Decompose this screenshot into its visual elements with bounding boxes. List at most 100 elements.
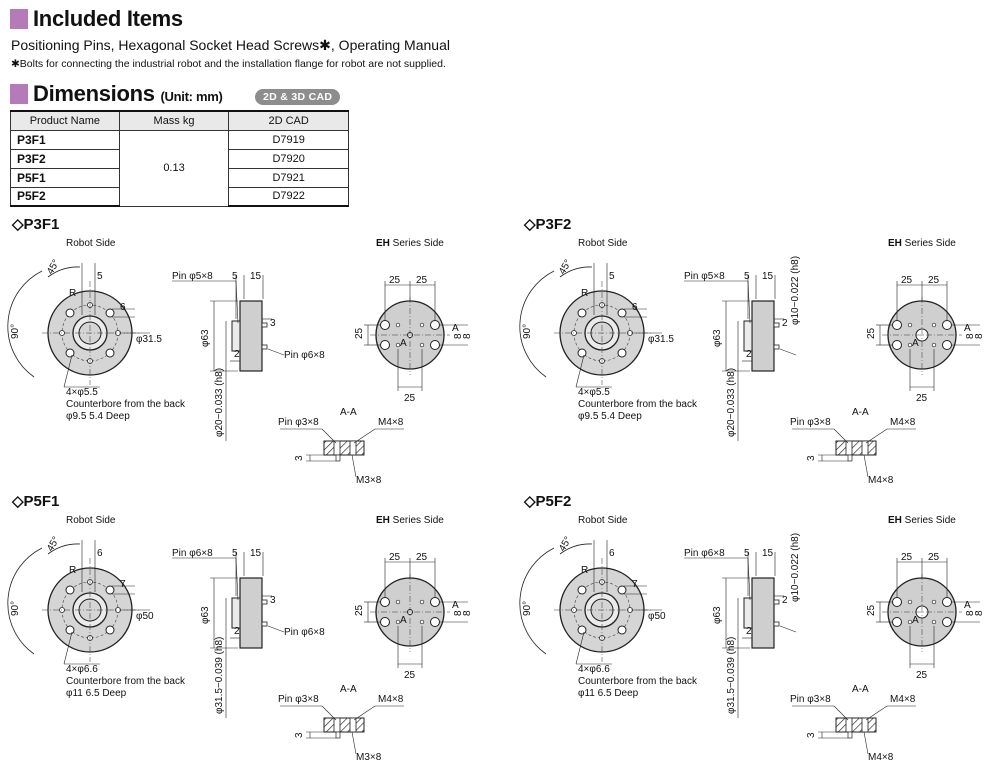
width-1: 5 <box>744 271 750 282</box>
eh-dim-left: 25 <box>866 604 877 616</box>
eh-side-label: EH Series Side <box>888 515 956 526</box>
holes-label: 4×φ6.6 <box>578 664 610 675</box>
col-2d-cad: 2D CAD <box>228 110 349 131</box>
cad-code[interactable]: D7919 <box>228 129 349 150</box>
eh-section-a-1: A <box>400 338 407 349</box>
eh-side-view: 25 25 25 25 A A 8 8 <box>866 275 985 404</box>
eh-section-a-2: A <box>964 600 971 611</box>
eh-dim-bottom: 25 <box>916 393 928 404</box>
width-2: 15 <box>762 271 774 282</box>
eh-side-view: 25 25 25 25 A A 8 8 <box>354 275 473 404</box>
dim-side: 6 <box>120 302 126 313</box>
eh-dim-r1: 8 <box>453 333 464 339</box>
radius-label: R <box>581 288 588 299</box>
eh-section-a-2: A <box>452 323 459 334</box>
thickness-2: 2 <box>746 626 752 637</box>
drawing-p5f2: ◇P5F2 Robot Side EH Series Side <box>512 492 986 775</box>
cad-badge[interactable]: 2D & 3D CAD <box>255 89 341 105</box>
section-pin-label: Pin φ3×8 <box>278 417 319 428</box>
section-screw-label: M4×8 <box>378 417 404 428</box>
eh-boss-diameter: φ10−0.022 (h8) <box>790 256 801 325</box>
robot-side-view: 45° 90° R 5 6 φ31.5 4×φ5.5 Counterbore f… <box>519 258 698 422</box>
pcd-label: φ31.5 <box>648 334 674 345</box>
eh-dim-top-1: 25 <box>901 275 913 286</box>
angle-90: 90° <box>10 601 21 616</box>
eh-section-a-2: A <box>964 323 971 334</box>
counterbore-depth: φ9.5 5.4 Deep <box>578 411 642 422</box>
eh-dim-r1: 8 <box>965 333 976 339</box>
col-mass: Mass kg <box>118 110 230 131</box>
section-pin-label: Pin φ3×8 <box>790 694 831 705</box>
side-profile-view: Pin φ5×8 5 15 φ63 3 2 Pin φ6×8 φ20−0.033… <box>172 271 325 441</box>
section-screw-label: M4×8 <box>378 694 404 705</box>
cad-code[interactable]: D7922 <box>228 186 349 207</box>
radius-label: R <box>69 565 76 576</box>
section-pin-label: Pin φ3×8 <box>278 694 319 705</box>
section-body <box>323 717 365 733</box>
section-body <box>323 440 365 456</box>
cad-code[interactable]: D7921 <box>228 167 349 188</box>
eh-dim-bottom: 25 <box>916 670 928 681</box>
section-title: A-A <box>852 684 869 695</box>
cad-code[interactable]: D7920 <box>228 148 349 169</box>
robot-side-view: 45° 90° R 6 7 φ50 4×φ6.6 Counterbore fro… <box>7 535 186 699</box>
product-name: P3F1 <box>10 129 120 150</box>
holes-label: 4×φ6.6 <box>66 664 98 675</box>
angle-90: 90° <box>522 324 533 339</box>
angle-90: 90° <box>10 324 21 339</box>
eh-dim-left: 25 <box>354 327 365 339</box>
width-1: 5 <box>232 548 238 559</box>
included-note: ✱Bolts for connecting the industrial rob… <box>11 58 446 70</box>
angle-45: 45° <box>557 258 574 277</box>
eh-side-view: 25 25 25 25 A A 8 8 <box>866 552 985 681</box>
eh-dim-top-2: 25 <box>928 275 940 286</box>
thickness-3: 3 <box>270 595 276 606</box>
drawing-p5f1: ◇P5F1 Robot Side EH Series Side <box>0 492 493 775</box>
pin-bottom-label: Pin φ6×8 <box>284 350 325 361</box>
eh-side-label: EH Series Side <box>376 515 444 526</box>
side-profile-view: Pin φ5×8 5 15 φ63 2 2 φ20−0.033 (h8) φ10… <box>684 256 801 441</box>
section-depth: 3 <box>806 455 817 461</box>
holes-label: 4×φ5.5 <box>578 387 610 398</box>
model-title: ◇P5F2 <box>524 493 572 510</box>
thickness-2: 2 <box>746 349 752 360</box>
technical-drawing: 45° 90° R 5 6 φ31.5 4×φ5.5 Counterbore f… <box>519 256 985 486</box>
eh-label-bold: EH <box>888 238 902 249</box>
counterbore-depth: φ11 6.5 Deep <box>578 688 639 699</box>
eh-side-view: 25 25 25 25 A A 8 8 <box>354 552 473 681</box>
dim-top: 6 <box>97 548 103 559</box>
width-2: 15 <box>250 271 262 282</box>
width-2: 15 <box>250 548 262 559</box>
robot-side-label: Robot Side <box>66 238 116 249</box>
eh-dim-top-1: 25 <box>901 552 913 563</box>
counterbore-label: Counterbore from the back <box>66 676 186 687</box>
model-title: ◇P3F1 <box>12 216 60 233</box>
dimensions-label: Dimensions <box>33 81 155 106</box>
technical-drawing: 45° 90° R 6 7 φ50 4×φ6.6 Counterbore fro… <box>519 533 985 763</box>
dim-side: 7 <box>120 579 126 590</box>
pin-top-label: Pin φ6×8 <box>684 548 725 559</box>
drawing-p3f2: ◇P3F2 Robot Side EH Series Side <box>512 215 986 490</box>
spec-table: Product Name Mass kg 2D CAD P3F1 0.13 D7… <box>10 110 349 207</box>
section-body <box>835 717 877 733</box>
section-marker <box>10 9 28 29</box>
technical-drawing: 45° 90° R 6 7 φ50 4×φ6.6 Counterbore fro… <box>7 535 473 763</box>
section-depth: 3 <box>806 732 817 738</box>
pcd-label: φ31.5 <box>136 334 162 345</box>
product-name: P3F2 <box>10 148 120 169</box>
flange-body <box>239 300 263 372</box>
eh-dim-r1: 8 <box>453 610 464 616</box>
radius-label: R <box>69 288 76 299</box>
section-title: A-A <box>340 407 357 418</box>
eh-label-rest: Series Side <box>901 238 956 249</box>
section-aa-view: A-A Pin φ3×8 M4×8 3 M3×8 <box>278 407 404 486</box>
eh-dim-r2: 8 <box>974 610 985 616</box>
section-aa-view: A-A Pin φ3×8 M4×8 3 M4×8 <box>790 684 916 763</box>
dim-top: 5 <box>97 271 103 282</box>
dim-side: 7 <box>632 579 638 590</box>
eh-dim-left: 25 <box>866 327 877 339</box>
thickness-2: 2 <box>234 349 240 360</box>
section-bottom-screw: M4×8 <box>868 752 894 763</box>
eh-side-label: EH Series Side <box>888 238 956 249</box>
pcd-label: φ50 <box>136 611 154 622</box>
